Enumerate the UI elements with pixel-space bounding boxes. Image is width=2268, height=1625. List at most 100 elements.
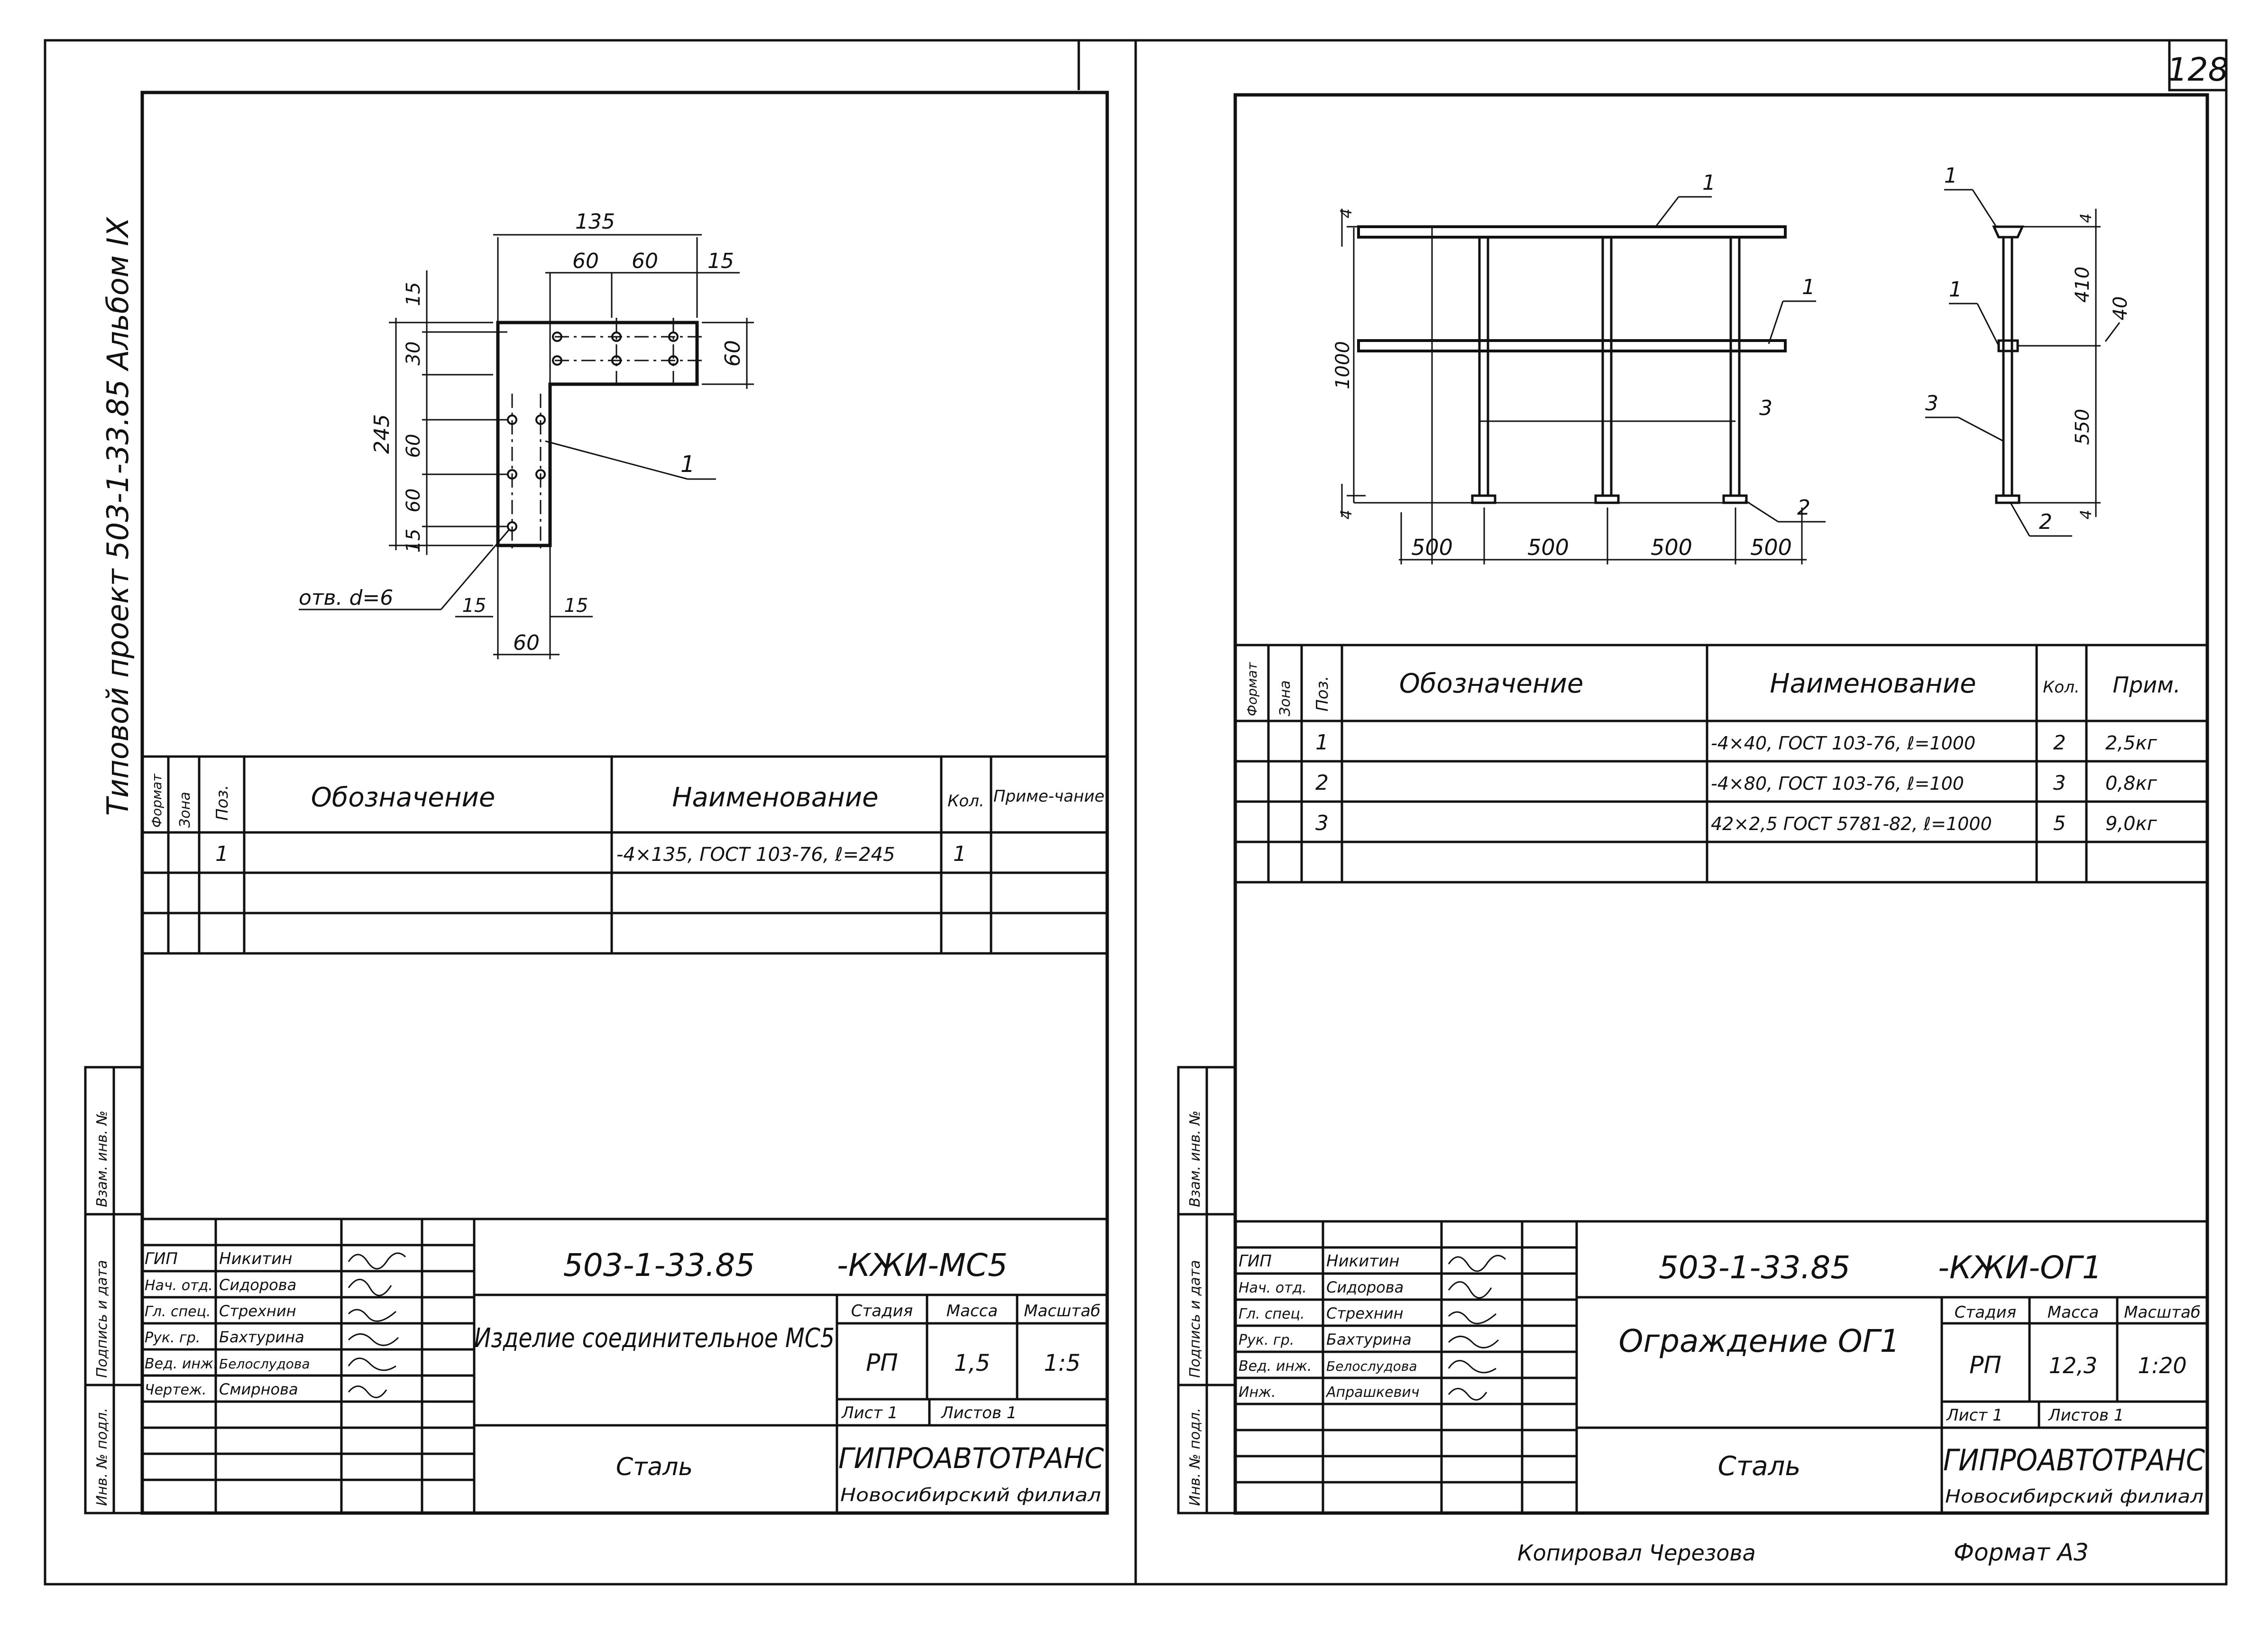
og1-side-callout-4: 2 [2039, 510, 2052, 534]
right-side-label-3: Инв. № подл. [1187, 1408, 1203, 1506]
og1-callout-3: 3 [1759, 396, 1772, 420]
right-stamp-mark: -КЖИ-ОГ1 [1938, 1249, 2102, 1286]
left-stamp-scale: 1:5 [1044, 1350, 1080, 1376]
left-role-3: Гл. спец. [145, 1303, 211, 1320]
right-side-label-2: Подпись и дата [1187, 1260, 1203, 1378]
og1-side-callout-1: 1 [1944, 164, 1957, 188]
mc5-dim-14: 60 [513, 631, 540, 655]
og1-dim-h-1: 500 [1411, 535, 1453, 560]
mc5-plate-drawing: 135 60 60 15 15 30 60 245 60 60 15 15 15… [299, 210, 754, 659]
right-spec-row1-qty: 2 [2053, 731, 2066, 754]
table-row: 1 -4×135, ГОСТ 103-76, ℓ=245 1 [215, 842, 966, 866]
left-stamp-sheets: Листов 1 [940, 1403, 1017, 1422]
og1-dim-v-3: 4 [1337, 510, 1355, 519]
left-side-label-2: Подпись и дата [94, 1260, 110, 1378]
mc5-dim-6: 30 [403, 342, 424, 366]
mc5-dim-2: 60 [572, 249, 599, 273]
mc5-dim-7: 60 [721, 340, 745, 367]
right-spec-header-pos: Поз. [1313, 676, 1332, 711]
right-stamp-stage: РП [1969, 1351, 2002, 1379]
og1-side-dim-1: 4 [2077, 213, 2095, 223]
footer-format: Формат А3 [1954, 1539, 2089, 1566]
mc5-dim-11: 15 [403, 529, 424, 553]
right-spec-header-designation: Обозначение [1399, 668, 1584, 699]
right-spec-row2-pos: 2 [1315, 771, 1329, 795]
left-stamp-col-stage: Стадия [851, 1302, 913, 1320]
right-spec-header-qty: Кол. [2043, 678, 2079, 697]
left-role-5: Вед. инж. [145, 1356, 218, 1372]
right-side-strip [1177, 1066, 1237, 1514]
left-side-label-3: Инв. № подл. [94, 1408, 110, 1506]
left-side-strip [84, 1066, 144, 1514]
right-spec-header-zone: Зона [1277, 680, 1294, 716]
right-name-1: Никитин [1326, 1252, 1399, 1271]
right-spec-header-note: Прим. [2112, 672, 2180, 698]
right-spec-row2-name: -4×80, ГОСТ 103-76, ℓ=100 [1711, 773, 1964, 794]
right-spec-header-format: Формат [1244, 662, 1260, 716]
outer-frames [44, 39, 2228, 1586]
right-spec-row1-pos: 1 [1315, 730, 1329, 755]
right-stamp-mass: 12,3 [2049, 1353, 2097, 1378]
left-signatures [348, 1252, 406, 1398]
mc5-dim-8: 245 [370, 414, 394, 454]
right-sheet: Взам. инв. № Подпись и дата Инв. № подл. [1177, 93, 2209, 1515]
right-spec-row1-note: 2,5кг [2105, 732, 2158, 754]
left-stamp-branch: Новосибирский филиал [840, 1485, 1101, 1505]
right-stamp-sheet: Лист 1 [1946, 1406, 2003, 1425]
right-spec-table [1235, 644, 2207, 884]
right-role-5: Вед. инж. [1239, 1358, 1312, 1375]
left-stamp-col-scale: Масштаб [1024, 1302, 1101, 1320]
right-stamp-title: Ограждение ОГ1 [1618, 1323, 1900, 1359]
mc5-hole-note: отв. d=6 [299, 586, 393, 610]
table-row: 2 -4×80, ГОСТ 103-76, ℓ=100 3 0,8кг [1315, 771, 2158, 795]
og1-side-dim-3: 40 [2110, 296, 2131, 321]
right-stamp-sheets: Листов 1 [2048, 1406, 2124, 1425]
right-spec-header-name: Наименование [1770, 668, 1976, 699]
left-name-1: Никитин [219, 1249, 292, 1268]
left-stamp-stage: РП [866, 1349, 898, 1376]
mc5-dim-3: 60 [632, 249, 658, 273]
left-title-block [142, 1218, 1107, 1513]
left-name-6: Смирнова [219, 1380, 298, 1398]
og1-callout-2: 1 [1802, 275, 1815, 299]
left-stamp-people: ГИП Никитин Нач. отд. Сидорова Гл. спец.… [145, 1249, 406, 1398]
mc5-dim-10: 60 [403, 489, 424, 513]
left-stamp-org: ГИПРОАВТОТРАНС [838, 1442, 1104, 1475]
right-stamp-col-scale: Масштаб [2124, 1303, 2201, 1322]
og1-side-dim-5: 4 [2077, 510, 2095, 519]
left-spec-row1-name: -4×135, ГОСТ 103-76, ℓ=245 [616, 844, 895, 866]
left-spec-header-designation: Обозначение [311, 782, 496, 813]
left-stamp-material: Сталь [616, 1453, 693, 1481]
right-role-6: Инж. [1239, 1384, 1276, 1401]
mc5-dim-13: 15 [564, 595, 588, 617]
right-title-block [1235, 1220, 2207, 1513]
right-role-3: Гл. спец. [1239, 1306, 1304, 1322]
og1-side-callout-2: 1 [1949, 277, 1962, 302]
og1-callout-4: 2 [1797, 496, 1810, 520]
right-role-1: ГИП [1239, 1252, 1272, 1271]
left-spec-header-qty: Кол. [947, 792, 984, 811]
right-signatures [1448, 1255, 1506, 1401]
og1-dim-v-1: 1000 [1332, 341, 1354, 389]
og1-dim-h-3: 500 [1651, 535, 1692, 560]
right-side-label-1: Взам. инв. № [1187, 1110, 1203, 1207]
left-side-label-1: Взам. инв. № [94, 1110, 110, 1207]
right-spec-row1-name: -4×40, ГОСТ 103-76, ℓ=1000 [1711, 733, 1975, 754]
left-stamp-mark: -КЖИ-МС5 [837, 1247, 1008, 1283]
table-row: 1 -4×40, ГОСТ 103-76, ℓ=1000 2 2,5кг [1315, 730, 2158, 755]
left-stamp-col-mass: Масса [946, 1302, 998, 1320]
left-spec-header-note: Приме-чание [993, 787, 1104, 806]
footer-copied: Копировал Черезова [1517, 1540, 1756, 1566]
left-stamp-mass: 1,5 [954, 1350, 990, 1376]
left-spec-header-zone: Зона [177, 792, 193, 828]
right-stamp-col-stage: Стадия [1955, 1303, 2016, 1322]
right-name-3: Стрехнин [1326, 1304, 1404, 1322]
left-role-4: Рук. гр. [145, 1330, 200, 1346]
mc5-dim-9: 60 [403, 434, 424, 458]
right-spec-row2-qty: 3 [2053, 771, 2066, 794]
og1-dim-h-4: 500 [1750, 535, 1792, 560]
og1-side-dim-4: 550 [2072, 409, 2094, 445]
right-role-2: Нач. отд. [1239, 1280, 1307, 1296]
mc5-dim-4: 15 [707, 249, 734, 273]
